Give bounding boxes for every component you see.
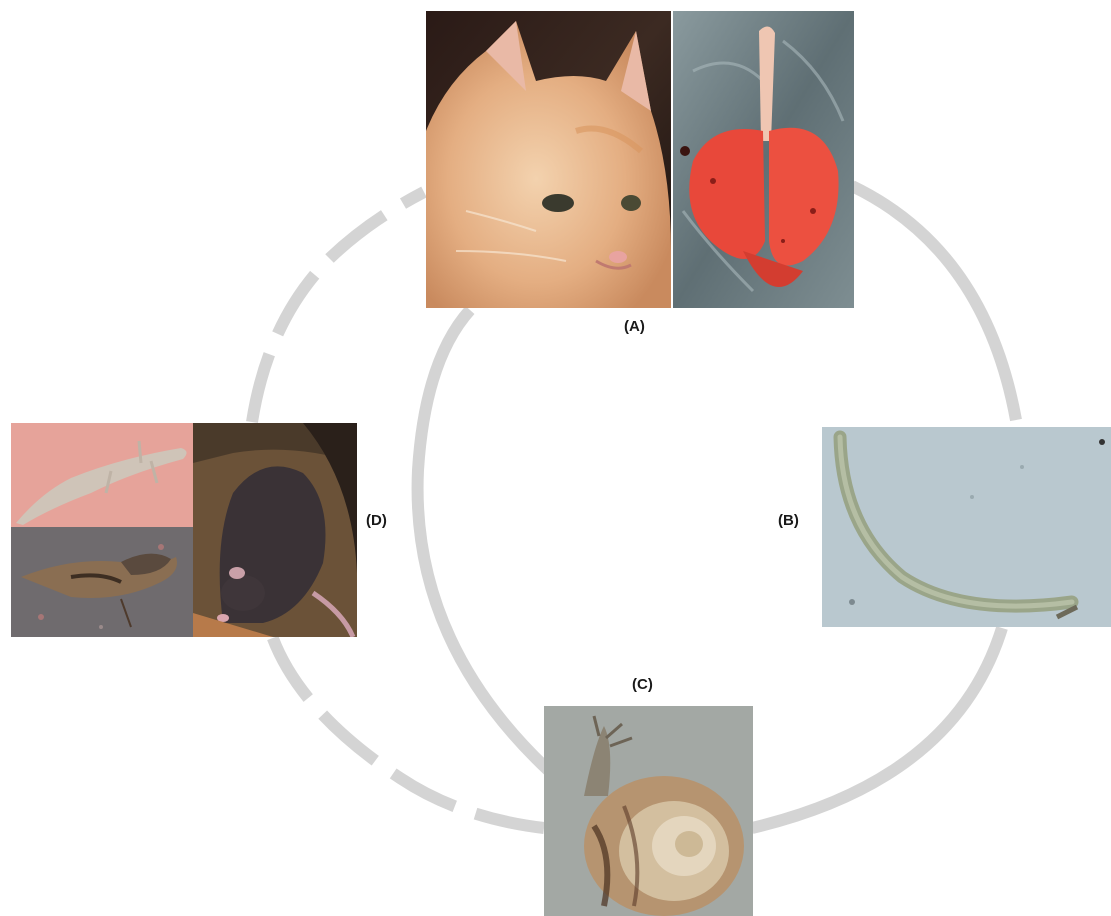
solid-arc-c-to-a: [418, 310, 548, 770]
stage-label-b: (B): [778, 512, 799, 529]
stage-label-d: (D): [366, 512, 387, 529]
dashed-arc-c-to-d: [272, 636, 544, 828]
cat-photo: [426, 11, 671, 308]
stage-label-c: (C): [632, 676, 653, 693]
first-stage-larva-micrograph: [822, 427, 1111, 627]
solid-arc-b-to-c: [752, 628, 1002, 828]
stage-label-a: (A): [624, 318, 645, 335]
rat-photo: [193, 423, 357, 637]
sparrow-photo: [11, 527, 193, 637]
snail-photo: [544, 706, 753, 916]
solid-arc-a-to-b: [852, 186, 1016, 420]
cat-lungs-photo: [673, 11, 854, 308]
dashed-arc-d-to-a: [252, 192, 424, 422]
lizard-photo: [11, 423, 193, 527]
